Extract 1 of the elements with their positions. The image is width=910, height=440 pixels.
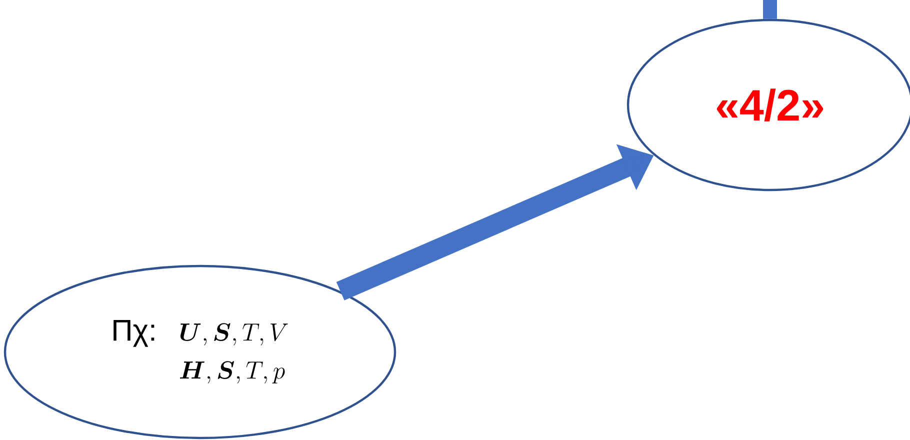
ellipse-node: Πχ: $\boldsymbol{U},\boldsymbol{S},T,V$ $\boldsymbol{H},\boldsymbol{S},T,p$: [4, 264, 396, 440]
